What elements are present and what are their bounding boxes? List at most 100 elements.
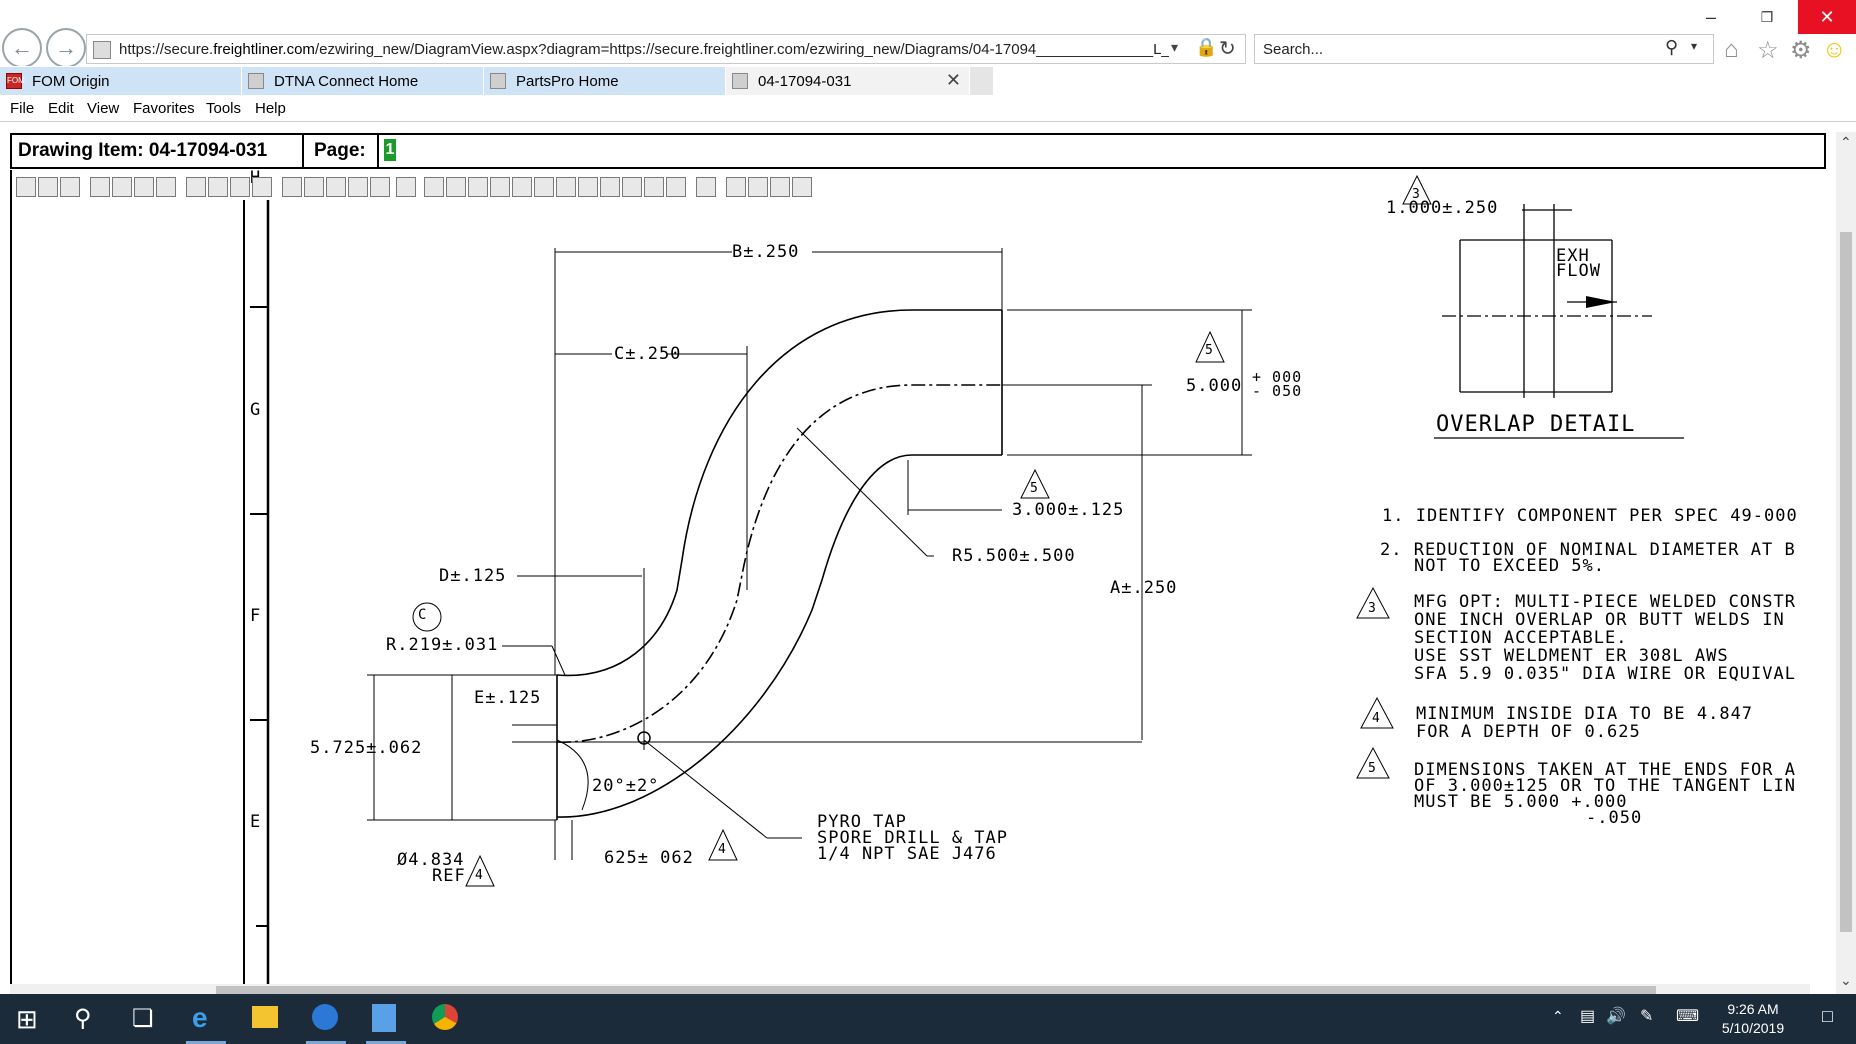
dropdown-icon[interactable]: ▾: [1171, 39, 1179, 55]
menu-edit[interactable]: Edit: [48, 100, 74, 117]
tab-drawing-active[interactable]: 04-17094-031 ✕: [726, 67, 970, 95]
zoom-window-icon[interactable]: [186, 177, 206, 197]
rotate-icon[interactable]: [326, 177, 346, 197]
show-hidden-icons[interactable]: ⌃: [1552, 1008, 1564, 1024]
back-button[interactable]: ←: [2, 28, 42, 68]
dim-3000: 3.000±.125: [1012, 500, 1125, 520]
settings-icon[interactable]: [666, 177, 686, 197]
line-icon[interactable]: [446, 177, 466, 197]
layers-icon[interactable]: [726, 177, 746, 197]
gear-icon[interactable]: ⚙: [1790, 37, 1812, 64]
datum-c: C: [418, 607, 428, 623]
copy-icon[interactable]: [282, 177, 302, 197]
rectangle-icon[interactable]: [468, 177, 488, 197]
close-tab-icon[interactable]: ✕: [945, 70, 961, 90]
scroll-down-icon[interactable]: ⌄: [1840, 972, 1852, 988]
search-input[interactable]: Search... ⚲ ▾: [1254, 34, 1714, 64]
tab-partspro[interactable]: PartsPro Home: [484, 67, 726, 95]
taskbar-outlook[interactable]: [300, 1000, 352, 1044]
pen-icon[interactable]: ✎: [1640, 1008, 1654, 1025]
volume-icon[interactable]: 🔊: [1606, 1008, 1626, 1025]
restore-button[interactable]: ❐: [1760, 9, 1774, 25]
dim-r219: R.219±.031: [386, 635, 499, 655]
note-5d: -.050: [1586, 808, 1643, 828]
notifications-icon[interactable]: □: [1822, 1006, 1833, 1026]
tab-fom-origin[interactable]: FOM FOM Origin: [0, 67, 242, 95]
fit-all-icon[interactable]: [90, 177, 110, 197]
dim-d: D±.125: [439, 566, 507, 586]
minimize-button[interactable]: –: [1705, 7, 1716, 27]
tab-dtna-connect[interactable]: DTNA Connect Home: [242, 67, 484, 95]
delete-icon[interactable]: [696, 177, 716, 197]
zoom-in-icon[interactable]: [208, 177, 228, 197]
zoom-out-icon[interactable]: [230, 177, 250, 197]
text-icon[interactable]: [490, 177, 510, 197]
task-view-icon[interactable]: ❏: [132, 1005, 154, 1032]
pointer-icon[interactable]: [424, 177, 444, 197]
windows-start-icon[interactable]: ⊞: [16, 1004, 38, 1034]
favorites-star-icon[interactable]: ☆: [1757, 37, 1779, 64]
flag-5-b: 5: [1030, 481, 1039, 496]
stamp-icon[interactable]: [622, 177, 642, 197]
filter-icon[interactable]: [770, 177, 790, 197]
windows-taskbar: ⊞ ⚲ ❏ e ⌃ ▤ 🔊 ✎ ⌨ 9:26 AM 5/10/2019 □: [0, 994, 1856, 1044]
new-tab-button[interactable]: [970, 67, 994, 95]
dim-5000-minus: - 050: [1252, 382, 1303, 400]
menu-help[interactable]: Help: [255, 100, 286, 117]
search-icon[interactable]: ⚲: [1665, 37, 1679, 57]
highlight-icon[interactable]: [600, 177, 620, 197]
color-icon[interactable]: [748, 177, 768, 197]
menu-file[interactable]: File: [10, 100, 35, 117]
note-1: 1. IDENTIFY COMPONENT PER SPEC 49-000: [1382, 506, 1798, 526]
fit-width-icon[interactable]: [112, 177, 132, 197]
search-taskbar-icon[interactable]: ⚲: [74, 1005, 92, 1032]
measure-icon[interactable]: [644, 177, 664, 197]
zoom-100-icon[interactable]: [156, 177, 176, 197]
pyro-tap-line3: 1/4 NPT SAE J476: [817, 844, 997, 864]
menu-tools[interactable]: Tools: [206, 100, 242, 117]
lock-icon[interactable]: 🔒: [1195, 37, 1218, 57]
hscroll-thumb[interactable]: [216, 986, 1656, 994]
markup-icon[interactable]: [792, 177, 812, 197]
polygon-icon[interactable]: [556, 177, 576, 197]
pan-hand-icon[interactable]: [252, 177, 272, 197]
ellipse-icon[interactable]: [534, 177, 554, 197]
marquee-icon[interactable]: [370, 177, 390, 197]
crop-icon[interactable]: [396, 177, 416, 197]
dim-5000: 5.000: [1186, 376, 1243, 396]
scroll-thumb[interactable]: [1840, 232, 1852, 932]
forward-button[interactable]: →: [46, 28, 86, 68]
taskbar-explorer[interactable]: [240, 1000, 292, 1044]
network-icon[interactable]: ▤: [1580, 1008, 1596, 1025]
refresh-icon[interactable]: ↻: [1219, 38, 1236, 60]
note-3e: SFA 5.9 0.035" DIA WIRE OR EQUIVAL: [1414, 664, 1796, 684]
taskbar-chrome[interactable]: [420, 1000, 472, 1044]
url-field[interactable]: https://secure.freightliner.com/ezwiring…: [86, 34, 1246, 64]
scroll-up-icon[interactable]: ⌃: [1840, 134, 1852, 150]
freehand-icon[interactable]: [578, 177, 598, 197]
home-icon[interactable]: ⌂: [1724, 36, 1739, 63]
vertical-scrollbar[interactable]: ⌃ ⌄: [1836, 132, 1856, 994]
close-window-button[interactable]: ✕: [1798, 0, 1856, 34]
fit-height-icon[interactable]: [134, 177, 154, 197]
menu-favorites[interactable]: Favorites: [133, 100, 195, 117]
page-number-input[interactable]: 1: [384, 139, 396, 161]
arrow-icon[interactable]: [512, 177, 532, 197]
drawing-canvas[interactable]: H G F E B±.250 C±.250 D±.125 E±.125 A±.2…: [10, 168, 1810, 990]
menu-view[interactable]: View: [87, 100, 120, 117]
taskbar-app[interactable]: [360, 1000, 412, 1044]
select-area-icon[interactable]: [348, 177, 368, 197]
open-icon[interactable]: [16, 177, 36, 197]
keyboard-icon[interactable]: ⌨: [1676, 1008, 1700, 1025]
pipe-drawing: [243, 174, 1684, 985]
note-5a: DIMENSIONS TAKEN AT THE ENDS FOR A: [1414, 760, 1796, 780]
taskbar-ie[interactable]: e: [180, 1000, 232, 1044]
print-icon[interactable]: [60, 177, 80, 197]
smiley-icon[interactable]: ☺: [1822, 36, 1847, 63]
horizontal-scrollbar[interactable]: [10, 984, 1810, 996]
paste-icon[interactable]: [304, 177, 324, 197]
save-icon[interactable]: [38, 177, 58, 197]
menu-divider: [0, 121, 1856, 122]
search-dropdown-icon[interactable]: ▾: [1691, 39, 1698, 53]
system-clock[interactable]: 9:26 AM 5/10/2019: [1721, 1001, 1785, 1036]
